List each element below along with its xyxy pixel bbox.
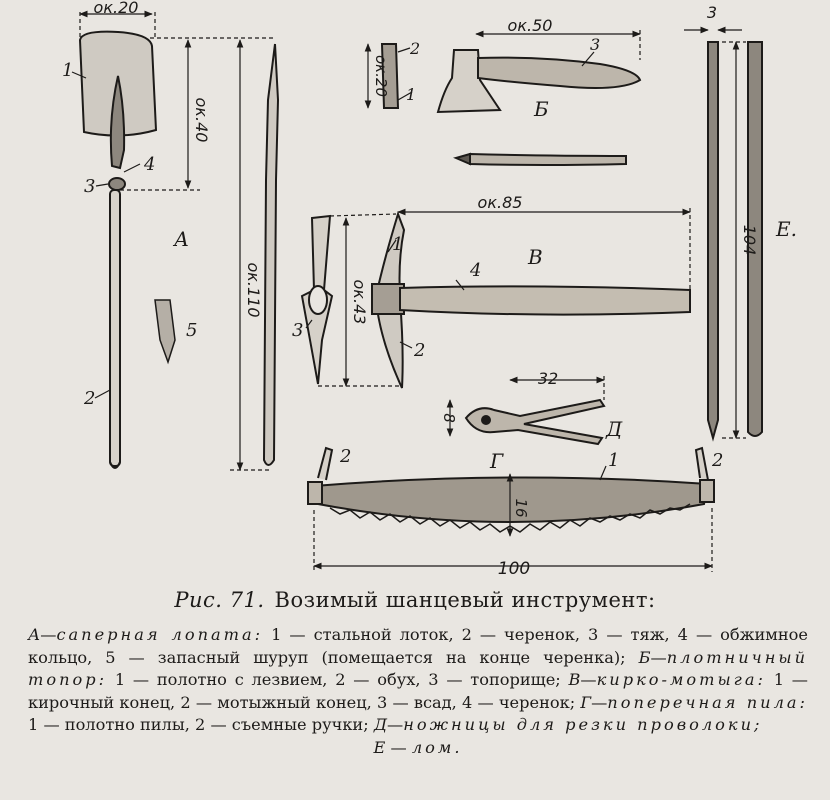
axe-dim-length: ок.50	[508, 16, 553, 35]
pickaxe-dim-height: ок.43	[350, 280, 369, 325]
pickaxe-letter: В	[527, 245, 543, 269]
legend-name-b: плотничный топор:	[28, 647, 808, 690]
legend-name-v: кирко-мотыга:	[596, 670, 766, 689]
legend-key-b: Б	[638, 647, 651, 667]
legend-name-a: саперная лопата:	[56, 625, 264, 644]
shovel-dim-length: ок.110	[244, 262, 263, 317]
figure-number: Рис. 71.	[174, 588, 265, 612]
shovel-letter: А	[172, 227, 189, 251]
pickaxe-callout-3: 3	[292, 320, 303, 341]
pickaxe-callout-1: 1	[392, 234, 403, 255]
shovel-callout-2: 2	[83, 388, 95, 409]
shovel-leaders	[71, 71, 141, 399]
saw-dim-length: 100	[498, 559, 530, 579]
legend-text-b: 1 — полотно с лезвием, 2 — обух, 3 — топ…	[114, 670, 561, 689]
legend-key-e: Е	[373, 737, 386, 757]
axe-letter: Б	[533, 97, 549, 121]
cutters-dim-length: 32	[538, 369, 558, 388]
saw-letter: Г	[489, 449, 504, 473]
legend-text-a: 1 — стальной лоток, 2 — черенок, 3 — тяж…	[28, 625, 808, 667]
shovel-dimensions	[79, 10, 275, 471]
cutters-dim-jaw: 8	[440, 413, 458, 423]
pickaxe-drawing	[300, 210, 691, 389]
saw-dimensions	[313, 465, 713, 572]
crowbar-dim-length: 104	[740, 225, 759, 256]
pickaxe-callout-2: 2	[413, 340, 425, 361]
axe-callout-1: 1	[406, 85, 416, 104]
figure-caption: Рис. 71. Возимый шанцевый инструмент:	[0, 588, 830, 612]
saw-drawing	[307, 446, 715, 533]
cutters-drawing	[464, 398, 606, 446]
axe-drawing	[380, 43, 642, 166]
cutters-letter: Д	[605, 417, 623, 441]
crowbar-dimensions	[684, 26, 746, 439]
saw-callout-1: 1	[608, 450, 619, 471]
saw-callout-2-right: 2	[711, 450, 723, 471]
axe-dimensions	[364, 30, 641, 109]
pickaxe-dim-length: ок.85	[478, 193, 523, 212]
figure-title: Возимый шанцевый инструмент:	[274, 588, 656, 612]
pickaxe-dimensions	[305, 208, 691, 387]
legend-text-v: 1 — кирочный конец, 2 — мотыжный конец, …	[28, 670, 808, 712]
cutters-dimensions	[446, 376, 605, 437]
shovel-callout-3: 3	[84, 176, 95, 197]
crowbar-dim-diameter: 3	[707, 3, 717, 22]
shovel-dim-blade: ок.40	[192, 98, 211, 143]
axe-dim-width: ок.20	[372, 55, 390, 97]
legend-key-v: В	[568, 670, 581, 689]
shovel-drawing	[78, 30, 280, 469]
shovel-callout-4: 4	[143, 154, 155, 175]
legend-text-g: 1 — полотно пилы, 2 — съемные ручки;	[28, 715, 369, 734]
shovel-callout-1: 1	[62, 60, 73, 81]
figure-legend: А—саперная лопата: 1 — стальной лоток, 2…	[28, 624, 808, 759]
saw-dim-height: 16	[512, 498, 530, 517]
legend-text-e: лом.	[411, 737, 463, 757]
tools-illustration: ок.20 ок.40 ок.110 1 2 3 4 5 А ок.50 ок.…	[62, 0, 797, 579]
legend-key-a: А	[28, 625, 41, 644]
crowbar-drawing	[707, 41, 763, 442]
legend-key-d: Д	[373, 715, 388, 734]
shovel-dim-width: ок.20	[94, 0, 139, 17]
legend-key-g: Г	[580, 692, 592, 712]
legend-name-d: ножницы для резки проволоки;	[403, 715, 763, 734]
shovel-callout-5: 5	[186, 320, 197, 341]
pickaxe-callout-4: 4	[469, 260, 481, 281]
axe-callout-2: 2	[409, 39, 420, 58]
crowbar-letter: Е.	[775, 217, 797, 241]
legend-name-g: поперечная пила:	[607, 692, 808, 712]
legend-line-e: Е — лом.	[373, 737, 463, 757]
saw-callout-2-left: 2	[339, 446, 351, 467]
axe-callout-3: 3	[590, 35, 600, 54]
